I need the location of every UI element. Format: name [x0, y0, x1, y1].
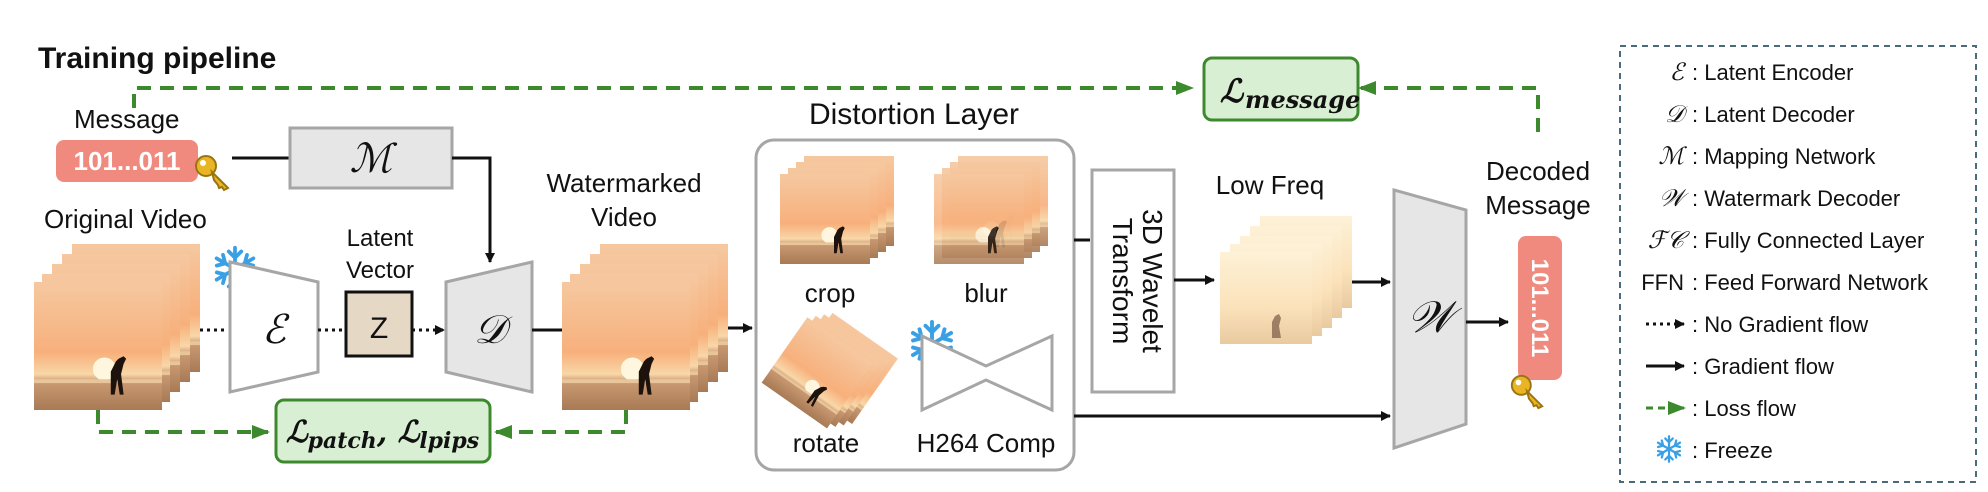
legend-row: 𝒟: Latent Decoder	[1665, 100, 1855, 128]
legend-text: : Freeze	[1692, 438, 1773, 463]
patch-lpips-loss-box: ℒpatch, ℒlpips	[274, 398, 492, 464]
wavelet-line2: Transform	[1107, 218, 1138, 345]
legend-symbol: FFN	[1641, 270, 1684, 295]
latent-vector-box: Z	[344, 290, 414, 358]
wavelet-transform-box: 3D Wavelet Transform	[1090, 168, 1176, 394]
loss-symbol: ℒ	[1220, 72, 1245, 110]
legend-text: : Mapping Network	[1692, 144, 1876, 169]
message-bits: 101...011	[74, 146, 181, 176]
latent-vector-label-line2: Vector	[346, 257, 414, 284]
watermarked-video-label-line1: Watermarked	[546, 168, 701, 198]
legend-row: ℱ𝒞: Fully Connected Layer	[1648, 226, 1925, 254]
low-freq-stack	[1220, 216, 1352, 344]
original-video-label: Original Video	[44, 204, 207, 234]
legend-text: : Watermark Decoder	[1692, 186, 1900, 211]
legend-row: : Freeze	[1656, 435, 1773, 463]
distortion-crop: crop	[780, 156, 894, 308]
message-loss-flow	[132, 81, 1540, 132]
legend-text: : Latent Encoder	[1692, 60, 1853, 85]
key-icon-decoded	[1510, 374, 1544, 410]
distortion-rotate: rotate	[761, 312, 898, 458]
wavelet-line1: 3D Wavelet	[1137, 209, 1168, 353]
latent-vector-label-line1: Latent	[347, 225, 414, 252]
message-loss-box: ℒmessage	[1202, 56, 1360, 122]
legend-row: : Loss flow	[1646, 396, 1796, 421]
legend-text: : Latent Decoder	[1692, 102, 1855, 127]
crop-label: crop	[805, 278, 856, 308]
rotate-label: rotate	[793, 428, 860, 458]
distortion-blur: blur	[934, 156, 1048, 308]
decoded-message-label-line2: Message	[1485, 190, 1591, 220]
original-video-stack	[34, 244, 200, 410]
key-icon	[195, 155, 229, 191]
distortion-layer-title: Distortion Layer	[809, 98, 1019, 131]
watermarked-video-label-line2: Video	[591, 202, 657, 232]
decoded-message-box: 101...011	[1518, 236, 1562, 380]
legend-row: ℳ: Mapping Network	[1658, 142, 1876, 170]
legend-text: : Loss flow	[1692, 396, 1796, 421]
legend-text: : Feed Forward Network	[1692, 270, 1929, 295]
legend-text: : Gradient flow	[1692, 354, 1834, 379]
legend-row: : Gradient flow	[1646, 354, 1834, 379]
h264-label: H264 Comp	[917, 428, 1056, 458]
legend-text: : Fully Connected Layer	[1692, 228, 1924, 253]
message-label: Message	[74, 104, 180, 134]
latent-decoder: 𝒟	[444, 260, 534, 394]
legend-text: : No Gradient flow	[1692, 312, 1868, 337]
legend-row: : No Gradient flow	[1646, 312, 1868, 337]
decoded-message-bits: 101...011	[1526, 259, 1553, 358]
svg-text:ℒpatch, ℒlpips: ℒpatch, ℒlpips	[286, 415, 479, 454]
legend-row: FFN : Feed Forward Network	[1641, 270, 1929, 295]
svg-text:ℒmessage: ℒmessage	[1220, 72, 1360, 114]
legend-row: 𝒲: Watermark Decoder	[1659, 184, 1900, 212]
legend-symbol: ℰ	[1669, 58, 1686, 86]
mapping-symbol: ℳ	[350, 136, 398, 182]
mapping-network: ℳ	[288, 126, 454, 190]
decoded-message-label-line1: Decoded	[1486, 156, 1590, 186]
loss-subscript-message: message	[1245, 85, 1360, 114]
watermark-decoder: 𝒲	[1392, 188, 1468, 451]
blur-label: blur	[964, 278, 1008, 308]
low-freq-label: Low Freq	[1216, 170, 1324, 200]
legend-symbol: ℱ𝒞	[1648, 226, 1691, 254]
encoder-symbol: ℰ	[262, 307, 290, 353]
legend-row: ℰ: Latent Encoder	[1669, 58, 1853, 86]
legend-symbol: ℳ	[1658, 142, 1687, 170]
pipeline-title: Training pipeline	[38, 42, 276, 75]
latent-encoder: ℰ	[228, 260, 320, 394]
patch-lpips-loss-flow	[96, 410, 628, 439]
latent-z: Z	[370, 312, 388, 345]
distortion-h264: H264 Comp	[910, 319, 1056, 458]
message-box: 101...011	[56, 140, 198, 182]
watermarked-video-stack	[562, 244, 728, 410]
